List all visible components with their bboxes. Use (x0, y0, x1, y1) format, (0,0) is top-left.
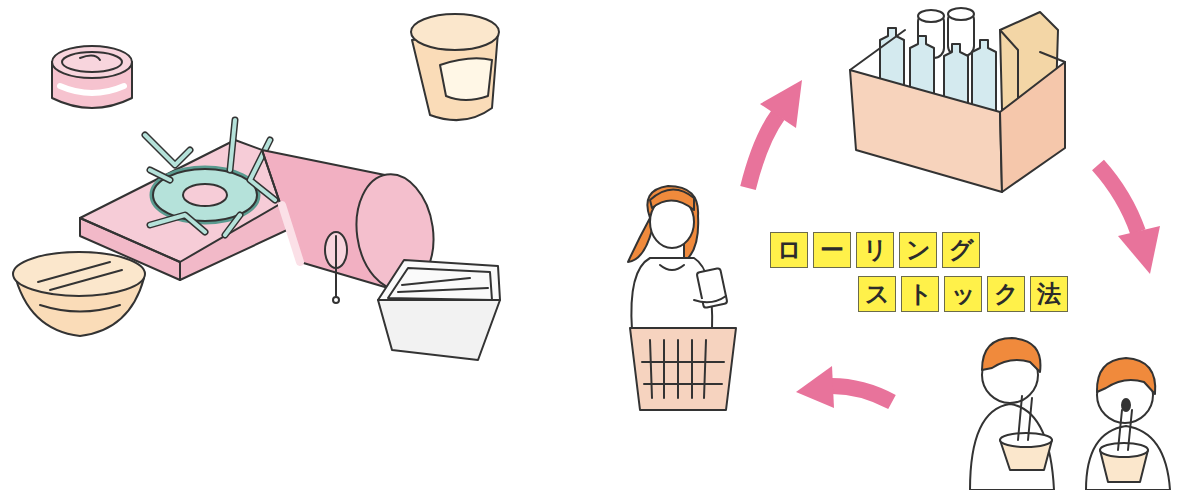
character-tile: ト (901, 276, 939, 312)
food-tray (378, 260, 500, 360)
stock-box (850, 8, 1065, 192)
tile-character: ト (908, 282, 933, 306)
family-eating (970, 338, 1170, 490)
character-tile: ー (813, 232, 851, 268)
tile-character: ン (906, 238, 931, 262)
woman-shopping (628, 186, 736, 410)
character-tile: リ (856, 232, 894, 268)
tile-character: ロ (777, 238, 802, 262)
cup-noodle (411, 14, 499, 120)
character-tile: ン (899, 232, 937, 268)
character-tile: ロ (770, 232, 808, 268)
tile-character: リ (863, 238, 888, 262)
character-tile: 法 (1030, 276, 1068, 312)
character-tile: ク (987, 276, 1025, 312)
character-tile: ッ (944, 276, 982, 312)
tile-character: ッ (951, 282, 976, 306)
tile-character: ー (820, 238, 844, 262)
character-tile: ス (858, 276, 896, 312)
character-tile: グ (942, 232, 980, 268)
cycle-arrows (748, 80, 1160, 408)
instant-bowl (13, 252, 145, 336)
tile-character: 法 (1037, 282, 1061, 306)
tile-character: グ (949, 238, 974, 262)
tile-character: ス (865, 282, 890, 306)
tile-character: ク (994, 282, 1019, 306)
canned-food (52, 46, 132, 108)
